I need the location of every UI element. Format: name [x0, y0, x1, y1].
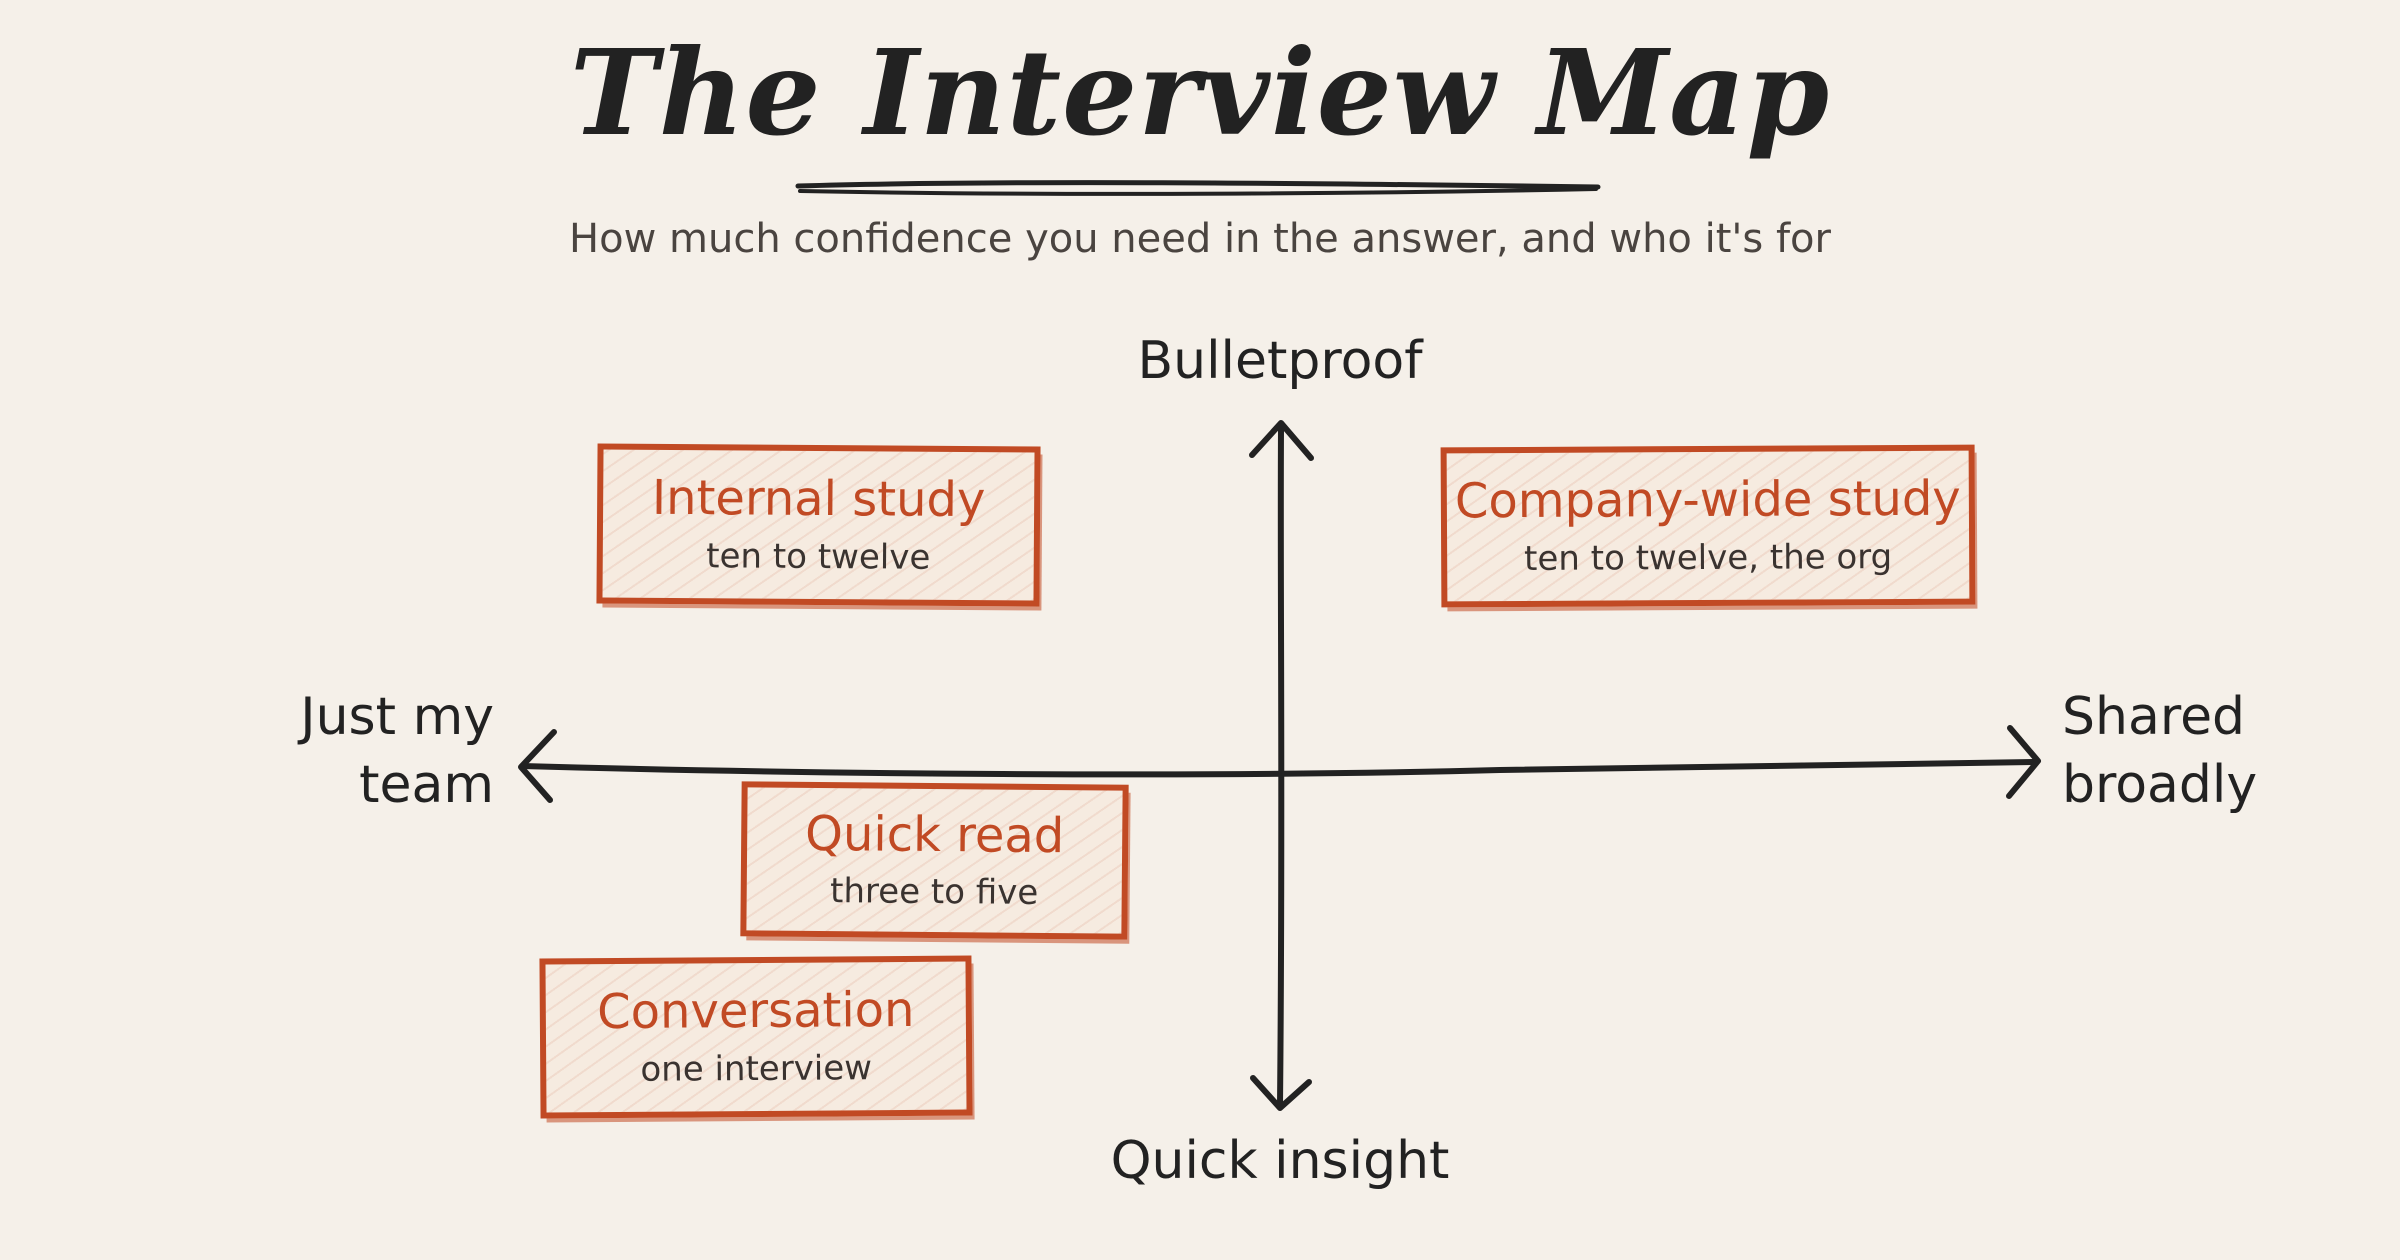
box-company-wide-study: Company-wide study ten to twelve, the or… [1440, 444, 1976, 608]
box-subtitle: ten to twelve, the org [1524, 536, 1893, 579]
arrow-up-icon [1249, 420, 1314, 461]
horizontal-axis-line [519, 759, 2039, 778]
horizontal-axis [518, 725, 2041, 803]
vertical-axis [1249, 420, 1314, 1111]
arrow-right-icon [2006, 725, 2041, 799]
box-conversation: Conversation one interview [539, 955, 973, 1119]
box-subtitle: three to five [829, 871, 1039, 914]
page-subtitle: How much confidence you need in the answ… [569, 216, 1831, 262]
box-title: Conversation [596, 982, 915, 1041]
box-title: Company-wide study [1454, 470, 1961, 530]
box-title: Quick read [804, 805, 1065, 864]
box-subtitle: ten to twelve [706, 535, 931, 578]
page-title: The Interview Map [569, 23, 1831, 162]
title-underline [795, 180, 1601, 196]
vertical-axis-line [1277, 427, 1285, 1108]
arrow-left-icon [518, 729, 557, 803]
axis-label-left: Just my team [300, 687, 494, 815]
box-internal-study: Internal study ten to twelve [596, 443, 1041, 607]
axis-label-bottom: Quick insight [1110, 1131, 1450, 1191]
axis-label-right: Shared broadly [2062, 687, 2258, 815]
box-subtitle: one interview [640, 1047, 873, 1090]
box-quick-read: Quick read three to five [740, 781, 1129, 940]
box-title: Internal study [651, 469, 986, 529]
axis-label-top: Bulletproof [1137, 331, 1423, 391]
arrow-down-icon [1250, 1075, 1312, 1111]
